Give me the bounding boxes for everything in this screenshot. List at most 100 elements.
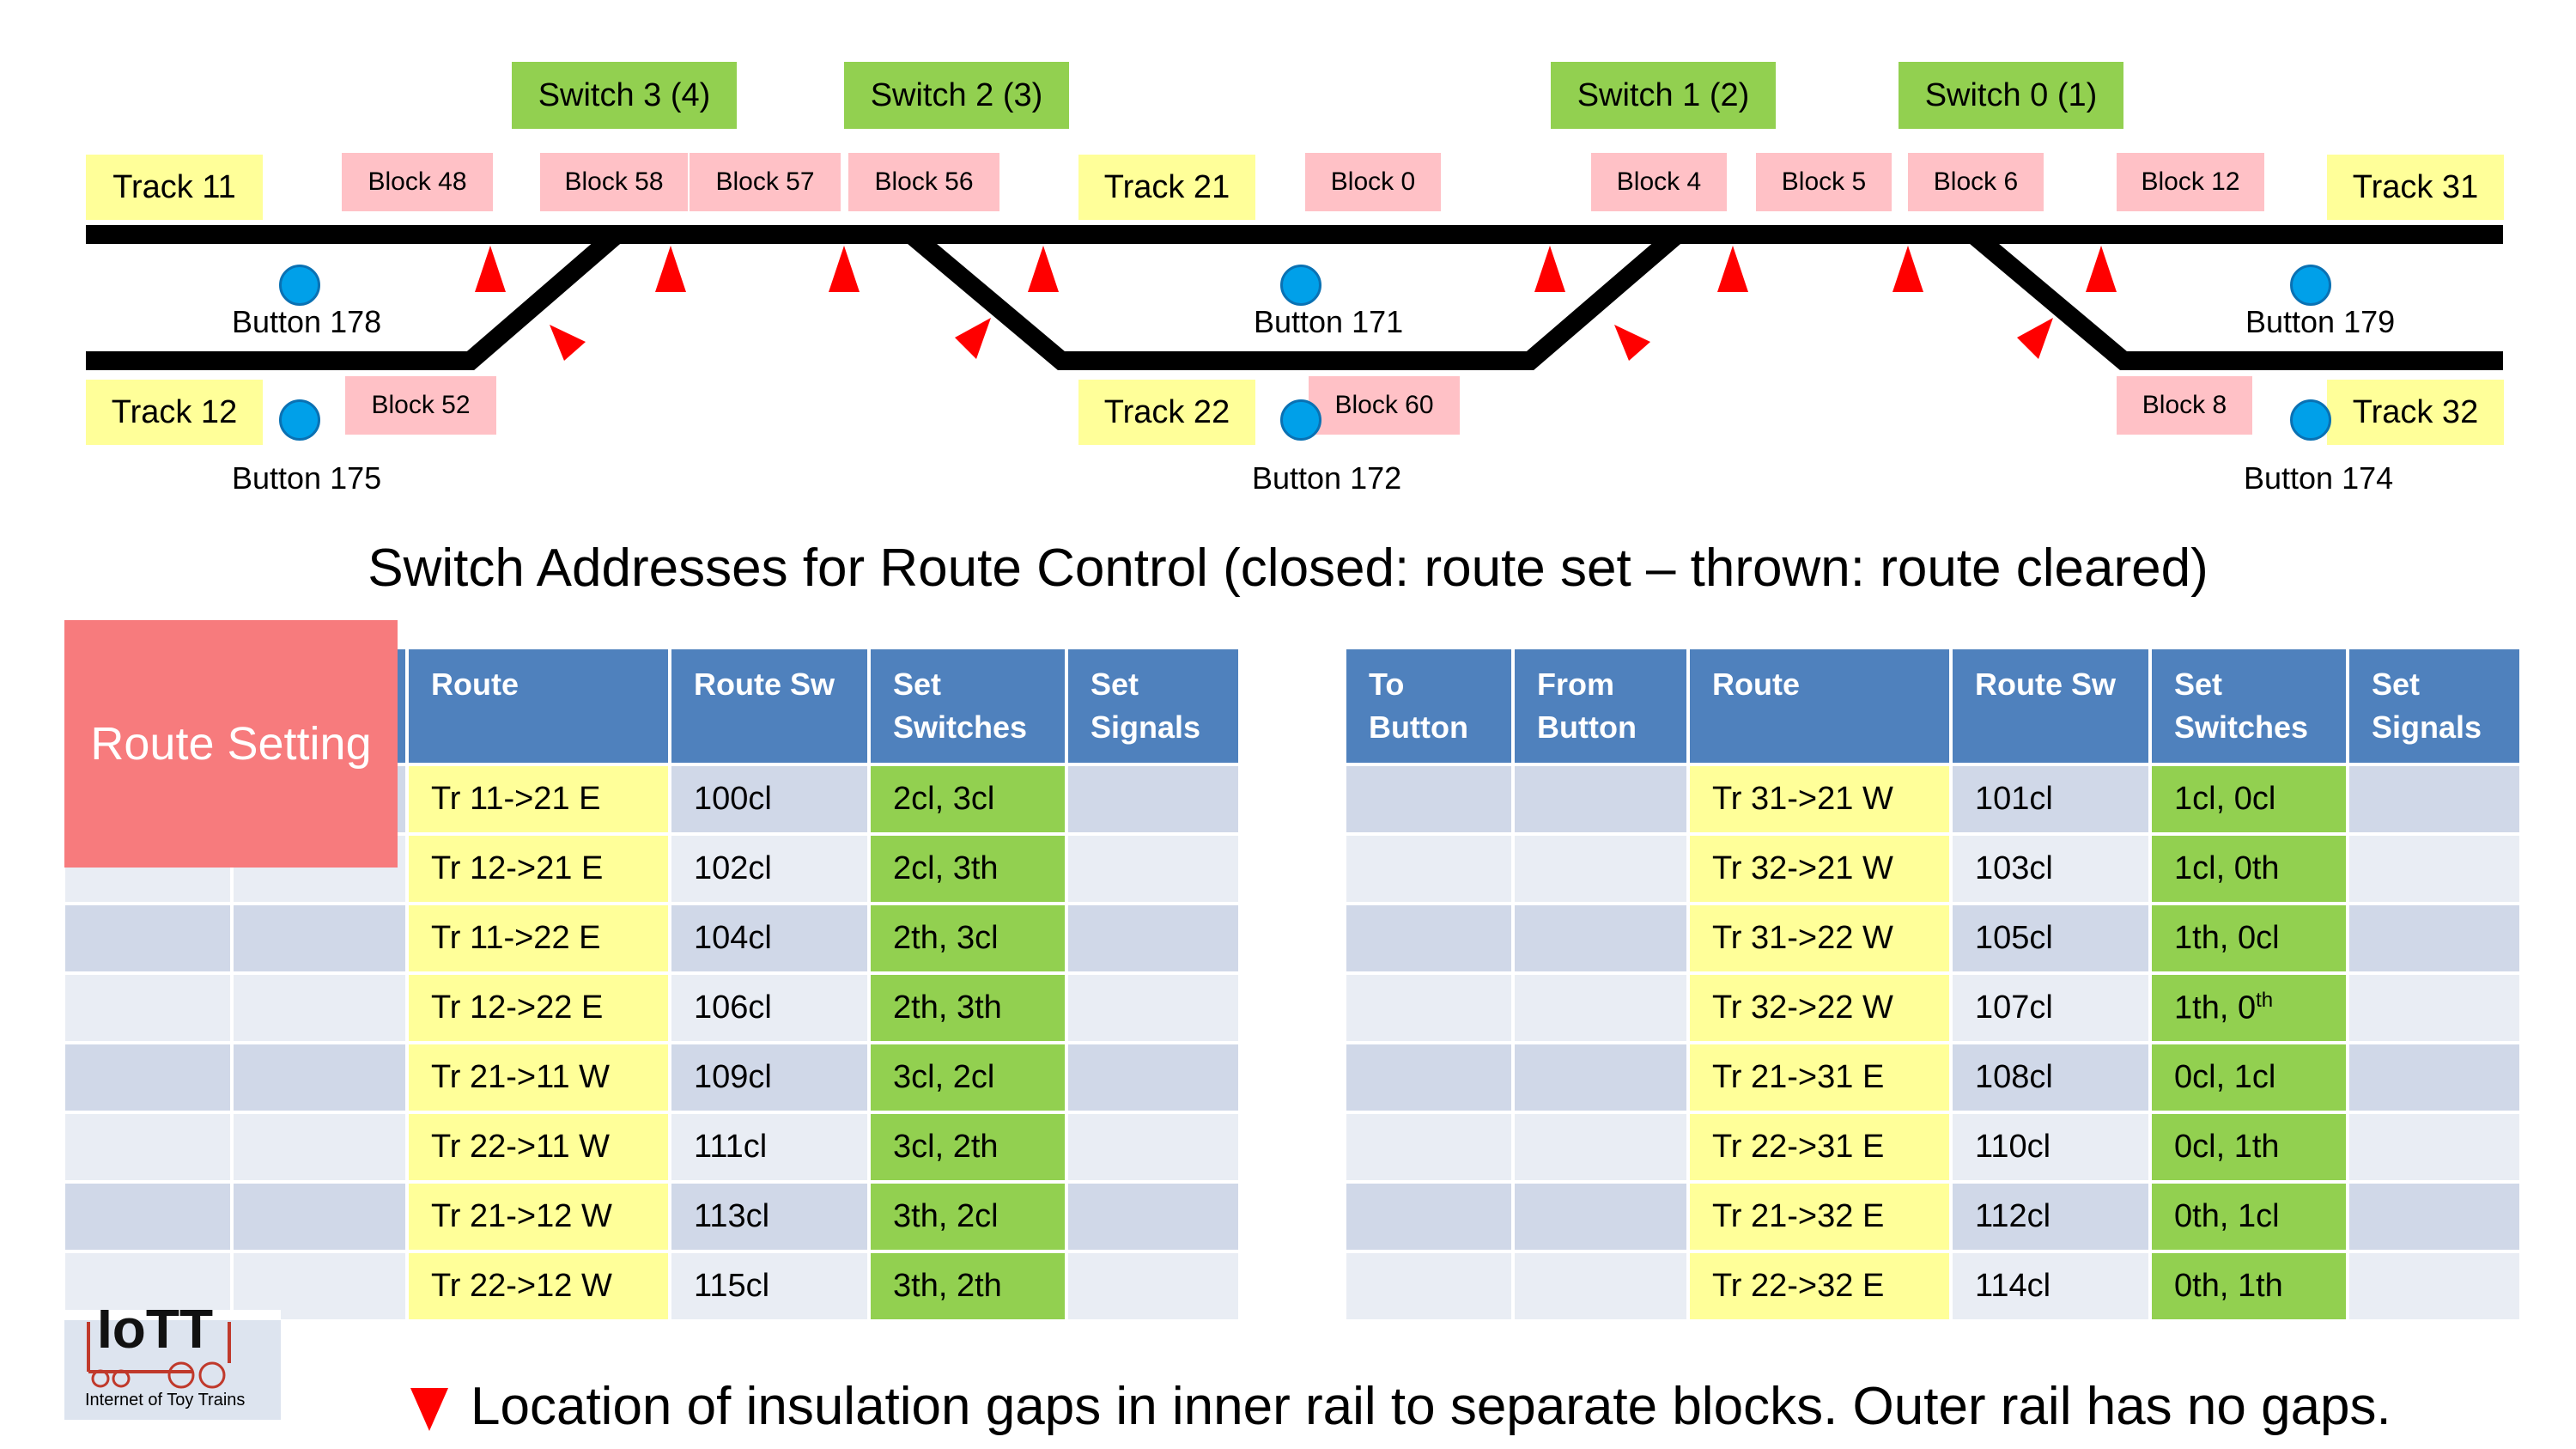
from-button-cell: [1515, 905, 1686, 971]
header-set-switches: Set Switches: [2152, 649, 2346, 763]
to-button-cell: [65, 1253, 230, 1319]
to-button-cell: [1346, 1114, 1511, 1180]
gap-marker: [1614, 325, 1650, 361]
route-sw-cell-text: 106cl: [694, 989, 772, 1026]
route-cell-text: Tr 12->22 E: [431, 989, 604, 1026]
route-sw-cell: 110cl: [1953, 1114, 2148, 1180]
route-sw-cell: 115cl: [671, 1253, 867, 1319]
left-route-table: Route Route Sw Set Switches Set Signals …: [62, 646, 1242, 1323]
route-cell-text: Tr 22->32 E: [1712, 1268, 1885, 1304]
gap-marker: [2017, 318, 2053, 359]
header-route: Route: [1690, 649, 1949, 763]
route-sw-cell: 111cl: [671, 1114, 867, 1180]
iott-logo: IoTT Internet of Toy Trains: [64, 1298, 281, 1420]
route-cell: Tr 31->22 W: [1690, 905, 1949, 971]
switch-3-label: Switch 3 (4): [512, 62, 737, 129]
button-171-label: Button 171: [1254, 304, 1404, 339]
from-button-cell: [234, 975, 405, 1041]
set-switches-cell-text: 0th, 1th: [2174, 1268, 2283, 1304]
route-cell: Tr 22->32 E: [1690, 1253, 1949, 1319]
button-172-dot: [1280, 399, 1321, 441]
route-sw-cell: 106cl: [671, 975, 867, 1041]
to-button-cell: [65, 975, 230, 1041]
gap-marker: [1534, 246, 1565, 292]
route-sw-cell: 108cl: [1953, 1044, 2148, 1111]
route-sw-cell-text: 107cl: [1975, 989, 2053, 1026]
set-signals-cell: [1068, 975, 1238, 1041]
section-title: Switch Addresses for Route Control (clos…: [368, 539, 2208, 598]
block-58-label: Block 58: [540, 153, 688, 211]
gap-legend-text: Location of insulation gaps in inner rai…: [471, 1377, 2391, 1436]
switch-0-label: Switch 0 (1): [1899, 62, 2123, 129]
route-cell-text: Tr 22->11 W: [431, 1129, 610, 1165]
route-sw-cell-text: 109cl: [694, 1059, 772, 1095]
set-switches-cell: 2cl, 3th: [871, 836, 1065, 902]
route-cell-text: Tr 22->12 W: [431, 1268, 612, 1304]
set-signals-cell: [1068, 1253, 1238, 1319]
route-cell-text: Tr 21->31 E: [1712, 1059, 1885, 1095]
set-switches-cell-superscript: th: [2256, 989, 2274, 1013]
route-cell: Tr 12->22 E: [409, 975, 668, 1041]
route-sw-cell-text: 102cl: [694, 850, 772, 886]
set-signals-cell: [2349, 905, 2519, 971]
from-button-cell: [234, 1114, 405, 1180]
set-signals-cell: [1068, 766, 1238, 832]
set-signals-cell: [2349, 1184, 2519, 1250]
from-button-cell: [1515, 1253, 1686, 1319]
route-sw-cell-text: 113cl: [694, 1198, 770, 1234]
set-signals-cell: [2349, 1044, 2519, 1111]
route-cell: Tr 32->22 W: [1690, 975, 1949, 1041]
route-cell-text: Tr 21->32 E: [1712, 1198, 1885, 1234]
block-12-label: Block 12: [2117, 153, 2264, 211]
route-sw-cell: 107cl: [1953, 975, 2148, 1041]
set-switches-cell-text: 2th, 3cl: [893, 920, 999, 956]
header-set-signals: Set Signals: [2349, 649, 2519, 763]
route-cell: Tr 22->11 W: [409, 1114, 668, 1180]
gap-marker: [475, 246, 506, 292]
from-button-cell: [1515, 836, 1686, 902]
set-signals-cell: [2349, 766, 2519, 832]
header-set-switches: Set Switches: [871, 649, 1065, 763]
set-switches-cell: 3th, 2th: [871, 1253, 1065, 1319]
set-switches-cell: 0cl, 1th: [2152, 1114, 2346, 1180]
block-56-label: Block 56: [848, 153, 999, 211]
to-button-cell: [1346, 1253, 1511, 1319]
route-sw-cell: 109cl: [671, 1044, 867, 1111]
button-178-dot: [279, 265, 320, 306]
button-171-dot: [1280, 265, 1321, 306]
set-switches-cell-text: 0th, 1cl: [2174, 1198, 2280, 1234]
route-cell-text: Tr 21->12 W: [431, 1198, 612, 1234]
gap-marker: [550, 325, 586, 361]
set-signals-cell: [2349, 1253, 2519, 1319]
switch-2-label: Switch 2 (3): [844, 62, 1069, 129]
right-route-table: To Button From Button Route Route Sw Set…: [1343, 646, 2523, 1323]
header-route-sw: Route Sw: [1953, 649, 2148, 763]
button-174-label: Button 174: [2244, 460, 2394, 496]
block-52-label: Block 52: [345, 376, 496, 435]
set-signals-cell: [2349, 975, 2519, 1041]
route-cell: Tr 31->21 W: [1690, 766, 1949, 832]
to-button-cell: [1346, 1184, 1511, 1250]
route-sw-cell-text: 104cl: [694, 920, 772, 956]
set-switches-cell-text: 2cl, 3th: [893, 850, 999, 886]
set-switches-cell-text: 0cl, 1cl: [2174, 1059, 2276, 1095]
track-12-label: Track 12: [86, 380, 263, 445]
from-button-cell: [1515, 1044, 1686, 1111]
button-175-dot: [279, 399, 320, 441]
route-sw-cell: 103cl: [1953, 836, 2148, 902]
block-8-label: Block 8: [2117, 376, 2252, 435]
set-switches-cell: 1cl, 0th: [2152, 836, 2346, 902]
lower-right-track: [1966, 227, 2503, 370]
set-switches-cell: 3cl, 2cl: [871, 1044, 1065, 1111]
set-switches-cell-text: 2th, 3th: [893, 989, 1002, 1026]
route-sw-cell-text: 112cl: [1975, 1198, 2051, 1234]
set-signals-cell: [1068, 1114, 1238, 1180]
set-switches-cell: 0th, 1th: [2152, 1253, 2346, 1319]
set-switches-cell-text: 1cl, 0th: [2174, 850, 2280, 886]
